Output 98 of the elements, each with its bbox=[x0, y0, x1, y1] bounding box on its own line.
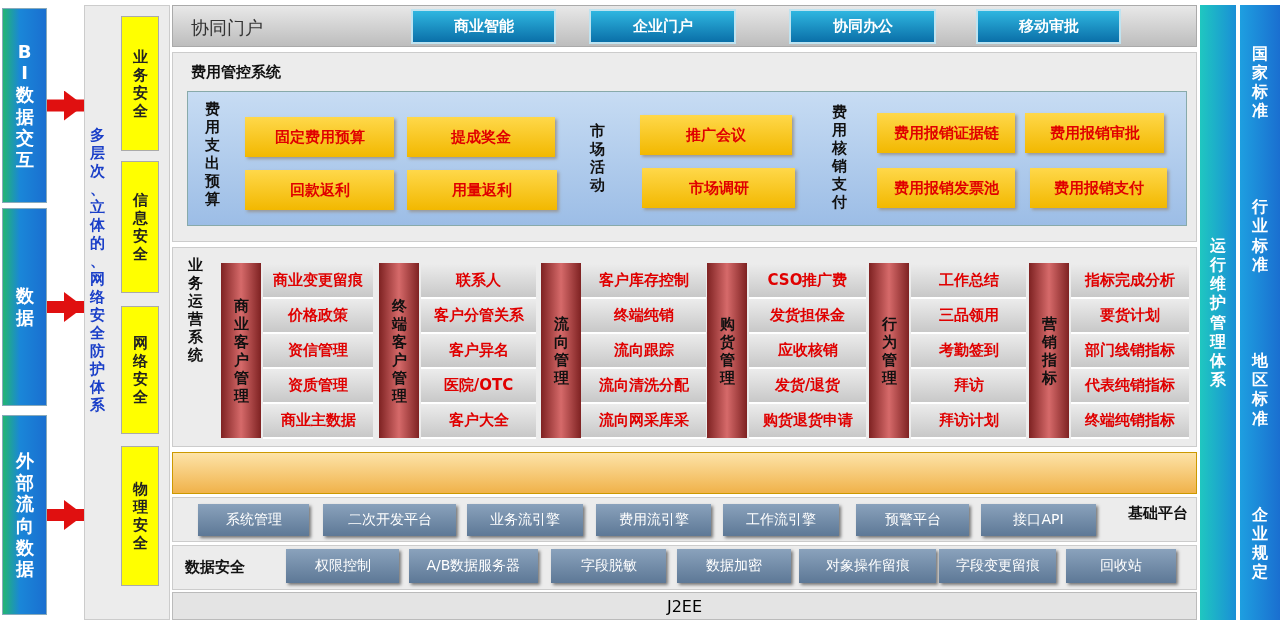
module-box: 固定费用预算 bbox=[245, 117, 394, 157]
function-box: 流向清洗分配 bbox=[581, 369, 706, 404]
group-header: 终端客户管理 bbox=[379, 263, 419, 438]
module-box: 费用报销审批 bbox=[1025, 113, 1164, 153]
section-label: 费用支出预算 bbox=[205, 100, 221, 208]
function-box: 客户库存控制 bbox=[581, 264, 706, 299]
platform-box: 权限控制 bbox=[286, 549, 399, 583]
function-box: CSO推广费 bbox=[749, 264, 866, 299]
panel-title: 基础平台 bbox=[1128, 504, 1188, 523]
platform-box: 二次开发平台 bbox=[323, 504, 456, 536]
standard-label: 行业标准 bbox=[1250, 197, 1269, 274]
tech-band: J2EE bbox=[172, 592, 1197, 620]
module-box: 用量返利 bbox=[407, 170, 557, 210]
function-box: 客户分管关系 bbox=[421, 299, 536, 334]
function-box: 发货/退货 bbox=[749, 369, 866, 404]
security-box: 信息安全 bbox=[121, 161, 159, 293]
function-box: 终端纯销 bbox=[581, 299, 706, 334]
portal-button: 协同办公 bbox=[789, 9, 936, 44]
platform-box: 工作流引擎 bbox=[723, 504, 839, 536]
panel-title: 多层次、立体的、网络安全防护体系 bbox=[89, 126, 107, 414]
function-box: 考勤签到 bbox=[911, 334, 1026, 369]
platform-box: A/B数据服务器 bbox=[409, 549, 538, 583]
platform-box: 数据加密 bbox=[677, 549, 791, 583]
module-box: 市场调研 bbox=[642, 168, 795, 208]
function-box: 发货担保金 bbox=[749, 299, 866, 334]
layer-panel bbox=[84, 5, 170, 620]
function-box: 资质管理 bbox=[263, 369, 373, 404]
function-box: 商业变更留痕 bbox=[263, 264, 373, 299]
function-box: 部门线销指标 bbox=[1071, 334, 1189, 369]
source-box: 数据 bbox=[2, 208, 47, 406]
group-header: 购货管理 bbox=[707, 263, 747, 438]
function-box: 流向跟踪 bbox=[581, 334, 706, 369]
platform-box: 字段变更留痕 bbox=[939, 549, 1056, 583]
layer-panel bbox=[172, 545, 1197, 590]
portal-button: 移动审批 bbox=[976, 9, 1121, 44]
function-box: 拜访计划 bbox=[911, 404, 1026, 439]
arrow bbox=[47, 500, 84, 530]
standards-bar bbox=[1240, 5, 1280, 620]
security-box: 物理安全 bbox=[121, 446, 159, 586]
group-header: 商业客户管理 bbox=[221, 263, 261, 438]
function-box: 资信管理 bbox=[263, 334, 373, 369]
module-box: 推广会议 bbox=[640, 115, 792, 155]
layer-panel bbox=[172, 52, 1197, 242]
module-box: 提成奖金 bbox=[407, 117, 555, 157]
panel-title: 业务运营系统 bbox=[187, 256, 205, 364]
arrow bbox=[47, 90, 84, 121]
function-box: 联系人 bbox=[421, 264, 536, 299]
module-box: 回款返利 bbox=[245, 170, 394, 210]
source-box: BI数据交互 bbox=[2, 8, 47, 203]
function-box: 指标完成分析 bbox=[1071, 264, 1189, 299]
module-panel bbox=[187, 91, 1187, 226]
function-box: 价格政策 bbox=[263, 299, 373, 334]
platform-bar bbox=[172, 452, 1197, 494]
standard-label: 地区标准 bbox=[1250, 351, 1269, 428]
function-box: 客户异名 bbox=[421, 334, 536, 369]
platform-box: 字段脱敏 bbox=[551, 549, 666, 583]
group-header: 营销指标 bbox=[1029, 263, 1069, 438]
security-box: 网络安全 bbox=[121, 306, 159, 434]
platform-box: 业务流引擎 bbox=[467, 504, 583, 536]
module-box: 费用报销发票池 bbox=[877, 168, 1015, 208]
standard-label: 企业规定 bbox=[1251, 504, 1269, 582]
layer-panel bbox=[172, 247, 1197, 447]
platform-box: 回收站 bbox=[1066, 549, 1176, 583]
platform-box: 系统管理 bbox=[198, 504, 309, 536]
portal-button: 商业智能 bbox=[411, 9, 556, 44]
platform-box: 接口API bbox=[981, 504, 1096, 536]
panel-title: 费用管控系统 bbox=[191, 63, 281, 82]
function-box: 终端纯销指标 bbox=[1071, 404, 1189, 439]
function-box: 拜访 bbox=[911, 369, 1026, 404]
band-title: 协同门户 bbox=[191, 16, 263, 40]
section-label: 费用核销支付 bbox=[832, 103, 848, 211]
arrow bbox=[47, 292, 84, 322]
group-header: 流向管理 bbox=[541, 263, 581, 438]
platform-box: 预警平台 bbox=[856, 504, 969, 536]
source-box: 外部流向数据 bbox=[2, 415, 47, 615]
panel-title: 数据安全 bbox=[185, 558, 245, 577]
standard-label: 国家标准 bbox=[1250, 43, 1269, 121]
function-box: 购货退货申请 bbox=[749, 404, 866, 439]
function-box: 医院/OTC bbox=[421, 369, 536, 404]
function-box: 要货计划 bbox=[1071, 299, 1189, 334]
group-header: 行为管理 bbox=[869, 263, 909, 438]
function-box: 应收核销 bbox=[749, 334, 866, 369]
security-box: 业务安全 bbox=[121, 16, 159, 151]
layer-panel bbox=[172, 497, 1197, 542]
platform-box: 对象操作留痕 bbox=[799, 549, 936, 583]
function-box: 流向网采库采 bbox=[581, 404, 706, 439]
function-box: 工作总结 bbox=[911, 264, 1026, 299]
function-box: 商业主数据 bbox=[263, 404, 373, 439]
module-box: 费用报销证据链 bbox=[877, 113, 1015, 153]
function-box: 客户大全 bbox=[421, 404, 536, 439]
system-bar: 运行维护管理体系 bbox=[1200, 5, 1236, 620]
function-box: 三品领用 bbox=[911, 299, 1026, 334]
portal-band bbox=[172, 5, 1197, 47]
section-label: 市场活动 bbox=[590, 122, 606, 194]
portal-button: 企业门户 bbox=[589, 9, 736, 44]
function-box: 代表纯销指标 bbox=[1071, 369, 1189, 404]
platform-box: 费用流引擎 bbox=[596, 504, 711, 536]
module-box: 费用报销支付 bbox=[1030, 168, 1167, 208]
